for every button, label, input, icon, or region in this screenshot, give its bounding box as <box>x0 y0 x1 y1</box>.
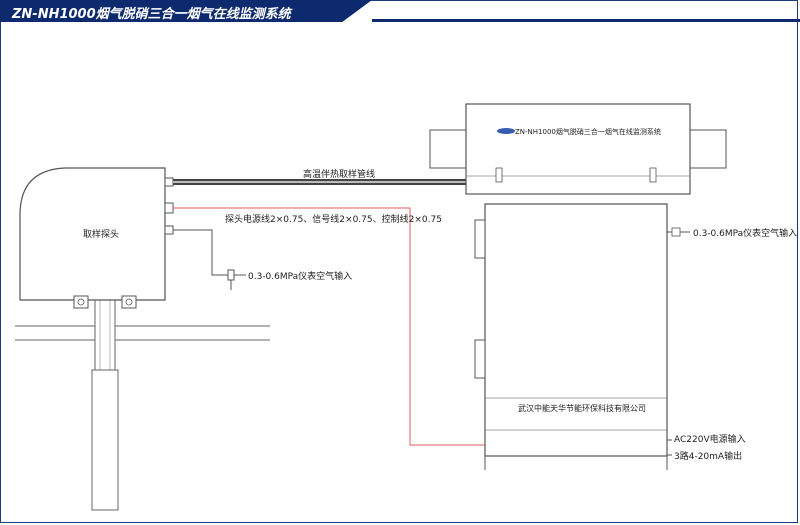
probe-box <box>19 167 174 309</box>
page-title: ZN-NH1000烟气脱硝三合一烟气在线监测系统 <box>12 7 291 22</box>
title-bar: ZN-NH1000烟气脱硝三合一烟气在线监测系统 <box>0 0 800 22</box>
probe-label: 取样探头 <box>83 230 120 240</box>
analyzer-label: ZN-NH1000烟气脱硝三合一烟气在线监测系统 <box>515 128 661 136</box>
cabinet-air-label: 0.3-0.6MPa仪表空气输入 <box>693 229 798 239</box>
signal-output-label: 3路4-20mA输出 <box>674 452 743 462</box>
title-underline <box>372 19 800 22</box>
probe-air-line <box>173 229 246 290</box>
heated-line-label: 高温伴热取样管线 <box>303 170 376 180</box>
signal-cable <box>173 207 490 446</box>
power-output-lines <box>667 439 672 456</box>
cabinet-air-line <box>667 227 690 237</box>
probe-air-label: 0.3-0.6MPa仪表空气输入 <box>248 272 353 282</box>
company-label: 武汉中能天华节能环保科技有限公司 <box>518 404 646 413</box>
probe-cables-label: 探头电源线2×0.75、信号线2×0.75、控制线2×0.75 <box>225 215 442 225</box>
power-input-label: AC220V电源输入 <box>674 435 746 445</box>
probe-shaft <box>91 299 119 511</box>
title-tab <box>0 0 372 22</box>
flue-duct <box>15 325 270 341</box>
analysis-cabinet <box>474 203 668 470</box>
analyzer-unit <box>429 103 727 195</box>
